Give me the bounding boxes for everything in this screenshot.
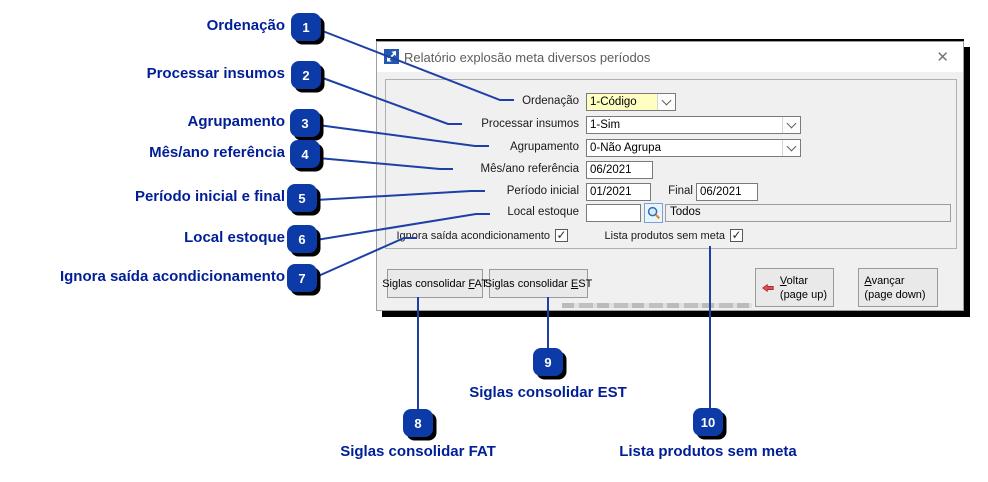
- field-label-periodo-inicial: Período inicial: [506, 185, 579, 197]
- annotation-label-9: Siglas consolidar EST: [469, 384, 627, 401]
- field-label-local-estoque: Local estoque: [507, 206, 579, 218]
- field-label-ordenacao: Ordenação: [522, 95, 579, 107]
- annotation-label-8: Siglas consolidar FAT: [340, 443, 496, 460]
- check-icon: ✓: [556, 228, 567, 242]
- dialog-title: Relatório explosão meta diversos período…: [404, 50, 651, 65]
- ordenacao-dropdown[interactable]: 1-Código: [586, 93, 676, 111]
- lista-produtos-label: Lista produtos sem meta: [604, 229, 725, 242]
- field-label-agrupamento: Agrupamento: [509, 141, 579, 153]
- annotation-badge-6: 6: [287, 225, 317, 253]
- annotation-label-1: Ordenação: [206, 17, 285, 34]
- annotation-badge-9: 9: [533, 348, 563, 376]
- annotation-label-7: Ignora saída acondicionamento: [59, 268, 285, 285]
- annotation-label-6: Local estoque: [184, 229, 285, 246]
- periodo-inicial-input[interactable]: [586, 183, 651, 201]
- dialog-window: Relatório explosão meta diversos período…: [376, 41, 964, 311]
- chevron-down-icon[interactable]: [657, 94, 675, 110]
- annotation-label-10: Lista produtos sem meta: [619, 443, 797, 460]
- arrow-left-icon: [762, 283, 774, 292]
- ignora-saida-label: Ignora saída acondicionamento: [396, 229, 551, 242]
- annotation-label-2: Processar insumos: [146, 65, 285, 82]
- annotation-badge-1: 1: [291, 13, 321, 41]
- annotation-label-5: Período inicial e final: [134, 188, 285, 205]
- agrupamento-value: 0-Não Agrupa: [590, 142, 661, 154]
- agrupamento-dropdown[interactable]: 0-Não Agrupa: [586, 139, 801, 157]
- annotation-badge-8: 8: [403, 409, 433, 437]
- check-icon: ✓: [731, 228, 742, 242]
- chevron-down-icon[interactable]: [782, 117, 800, 133]
- mes-ano-input[interactable]: [586, 161, 653, 179]
- lista-produtos-checkbox[interactable]: ✓: [730, 229, 743, 242]
- siglas-consolidar-est-button[interactable]: Siglas consolidar EST: [485, 269, 592, 298]
- annotation-label-4: Mês/ano referência: [149, 144, 285, 161]
- close-icon[interactable]: ✕: [936, 49, 949, 66]
- field-label-final: Final: [668, 185, 693, 197]
- local-estoque-description: Todos: [665, 204, 951, 222]
- chevron-down-icon[interactable]: [782, 140, 800, 156]
- search-icon: [647, 206, 660, 220]
- clipped-footer-text: [562, 303, 752, 308]
- app-icon: [384, 49, 399, 64]
- annotation-label-3: Agrupamento: [187, 113, 286, 130]
- local-estoque-lookup-button[interactable]: [644, 203, 663, 223]
- field-label-processar-insumos: Processar insumos: [481, 118, 579, 130]
- siglas-consolidar-fat-button[interactable]: Siglas consolidar FAT: [382, 269, 488, 298]
- field-label-mes-ano: Mês/ano referência: [480, 163, 579, 175]
- lista-produtos-group: Lista produtos sem meta ✓: [605, 229, 743, 242]
- annotation-badge-5: 5: [287, 184, 317, 212]
- avancar-button[interactable]: Avançar(page down): [858, 268, 938, 307]
- processar-insumos-value: 1-Sim: [590, 119, 621, 131]
- local-estoque-input[interactable]: [586, 204, 641, 222]
- annotation-badge-4: 4: [290, 140, 320, 168]
- ignora-saida-checkbox[interactable]: ✓: [555, 229, 568, 242]
- ignora-saida-group: Ignora saída acondicionamento ✓: [396, 229, 568, 242]
- processar-insumos-dropdown[interactable]: 1-Sim: [586, 116, 801, 134]
- annotation-badge-7: 7: [287, 264, 317, 292]
- periodo-final-input[interactable]: [696, 183, 758, 201]
- ordenacao-value: 1-Código: [590, 96, 637, 108]
- annotation-badge-10: 10: [693, 408, 723, 436]
- annotation-badge-3: 3: [290, 109, 320, 137]
- annotation-badge-2: 2: [291, 61, 321, 89]
- dialog-titlebar: Relatório explosão meta diversos período…: [377, 42, 963, 72]
- voltar-button[interactable]: Voltar(page up): [755, 268, 834, 307]
